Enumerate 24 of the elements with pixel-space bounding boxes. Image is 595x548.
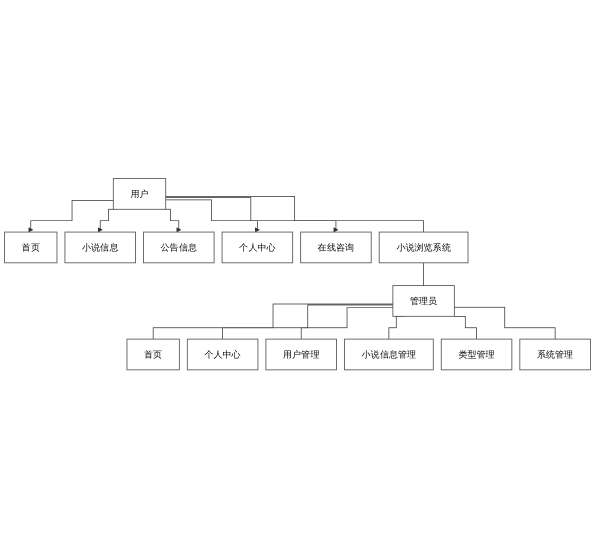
connector xyxy=(152,303,394,340)
connector xyxy=(423,262,424,286)
node-box: 小说信息管理 xyxy=(344,338,434,370)
node-box: 类型管理 xyxy=(440,338,512,370)
node-box: 小说浏览系统 xyxy=(378,231,468,264)
connector xyxy=(165,196,424,232)
connector xyxy=(300,307,394,340)
node-box: 个人中心 xyxy=(186,338,258,370)
arrow xyxy=(165,196,338,232)
node-box: 个人中心 xyxy=(222,231,294,264)
node-box: 管理员 xyxy=(392,284,455,317)
node-box: 系统管理 xyxy=(519,338,591,370)
node-box: 在线咨询 xyxy=(300,231,372,264)
arrow xyxy=(165,199,260,232)
node-box: 小说信息 xyxy=(64,231,136,264)
node-box: 用户管理 xyxy=(265,338,337,370)
node-box: 首页 xyxy=(4,231,58,264)
connector xyxy=(454,316,477,340)
connector xyxy=(454,306,556,340)
node-box: 首页 xyxy=(126,338,180,370)
connector xyxy=(222,304,394,340)
node-box: 用户 xyxy=(112,178,166,210)
arrow xyxy=(28,200,114,232)
node-box: 公告信息 xyxy=(143,231,215,264)
